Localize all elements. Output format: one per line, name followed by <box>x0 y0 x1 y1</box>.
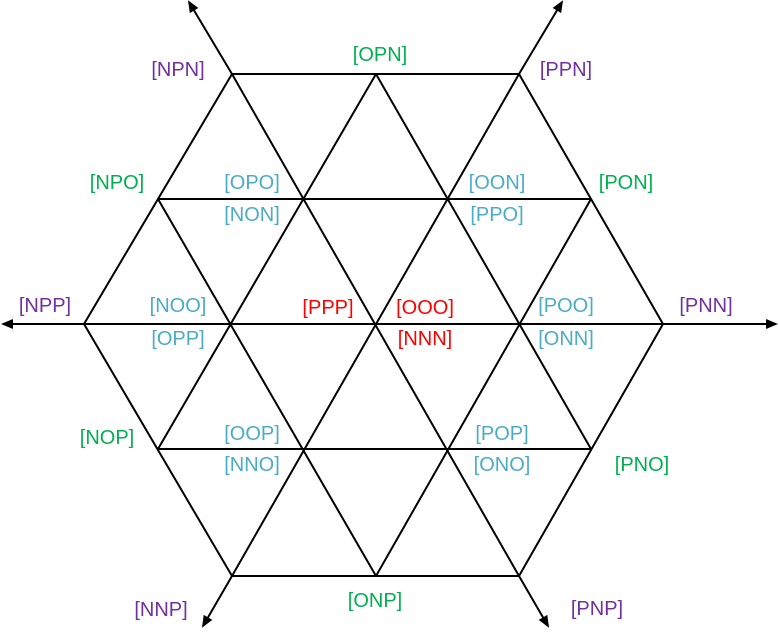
label-ppo: [PPO] <box>470 204 524 226</box>
label-onp: [ONP] <box>347 590 403 612</box>
diag-line <box>375 73 592 450</box>
label-pop: [POP] <box>475 423 529 445</box>
diag-line <box>518 323 664 577</box>
label-onn: [ONN] <box>538 328 594 350</box>
label-npo: [NPO] <box>89 172 145 194</box>
label-oop: [OOP] <box>224 423 280 445</box>
label-oon: [OON] <box>468 172 526 194</box>
axis-lower-right <box>518 575 550 628</box>
label-npp: [NPP] <box>18 295 72 317</box>
axis-lower-left <box>201 575 233 628</box>
label-nnn: [NNN] <box>397 328 453 350</box>
label-nnp: [NNP] <box>134 599 188 621</box>
label-ooo: [OOO] <box>396 297 454 319</box>
label-non: [NON] <box>224 204 280 226</box>
diag-line <box>83 73 233 325</box>
label-noo: [NOO] <box>149 295 207 317</box>
axis-upper-right <box>518 0 564 75</box>
diag-line <box>83 323 233 577</box>
label-opo: [OPO] <box>224 172 280 194</box>
label-nop: [NOP] <box>79 427 135 449</box>
axis-upper-left <box>187 0 233 75</box>
label-ono: [ONO] <box>473 454 531 476</box>
label-npn: [NPN] <box>151 59 205 81</box>
label-opp: [OPP] <box>151 328 205 350</box>
label-nno: [NNO] <box>224 454 280 476</box>
label-opn: [OPN] <box>352 44 408 66</box>
label-pnp: [PNP] <box>570 598 624 620</box>
label-ppn: [PPN] <box>539 59 593 81</box>
diag-line <box>375 198 592 577</box>
label-pon: [PON] <box>598 172 654 194</box>
diag-line <box>157 198 377 577</box>
label-pno: [PNO] <box>614 454 670 476</box>
diag-line <box>157 73 377 450</box>
label-poo: [POO] <box>538 295 594 317</box>
label-ppp: [PPP] <box>302 297 354 319</box>
label-pnn: [PNN] <box>679 295 733 317</box>
